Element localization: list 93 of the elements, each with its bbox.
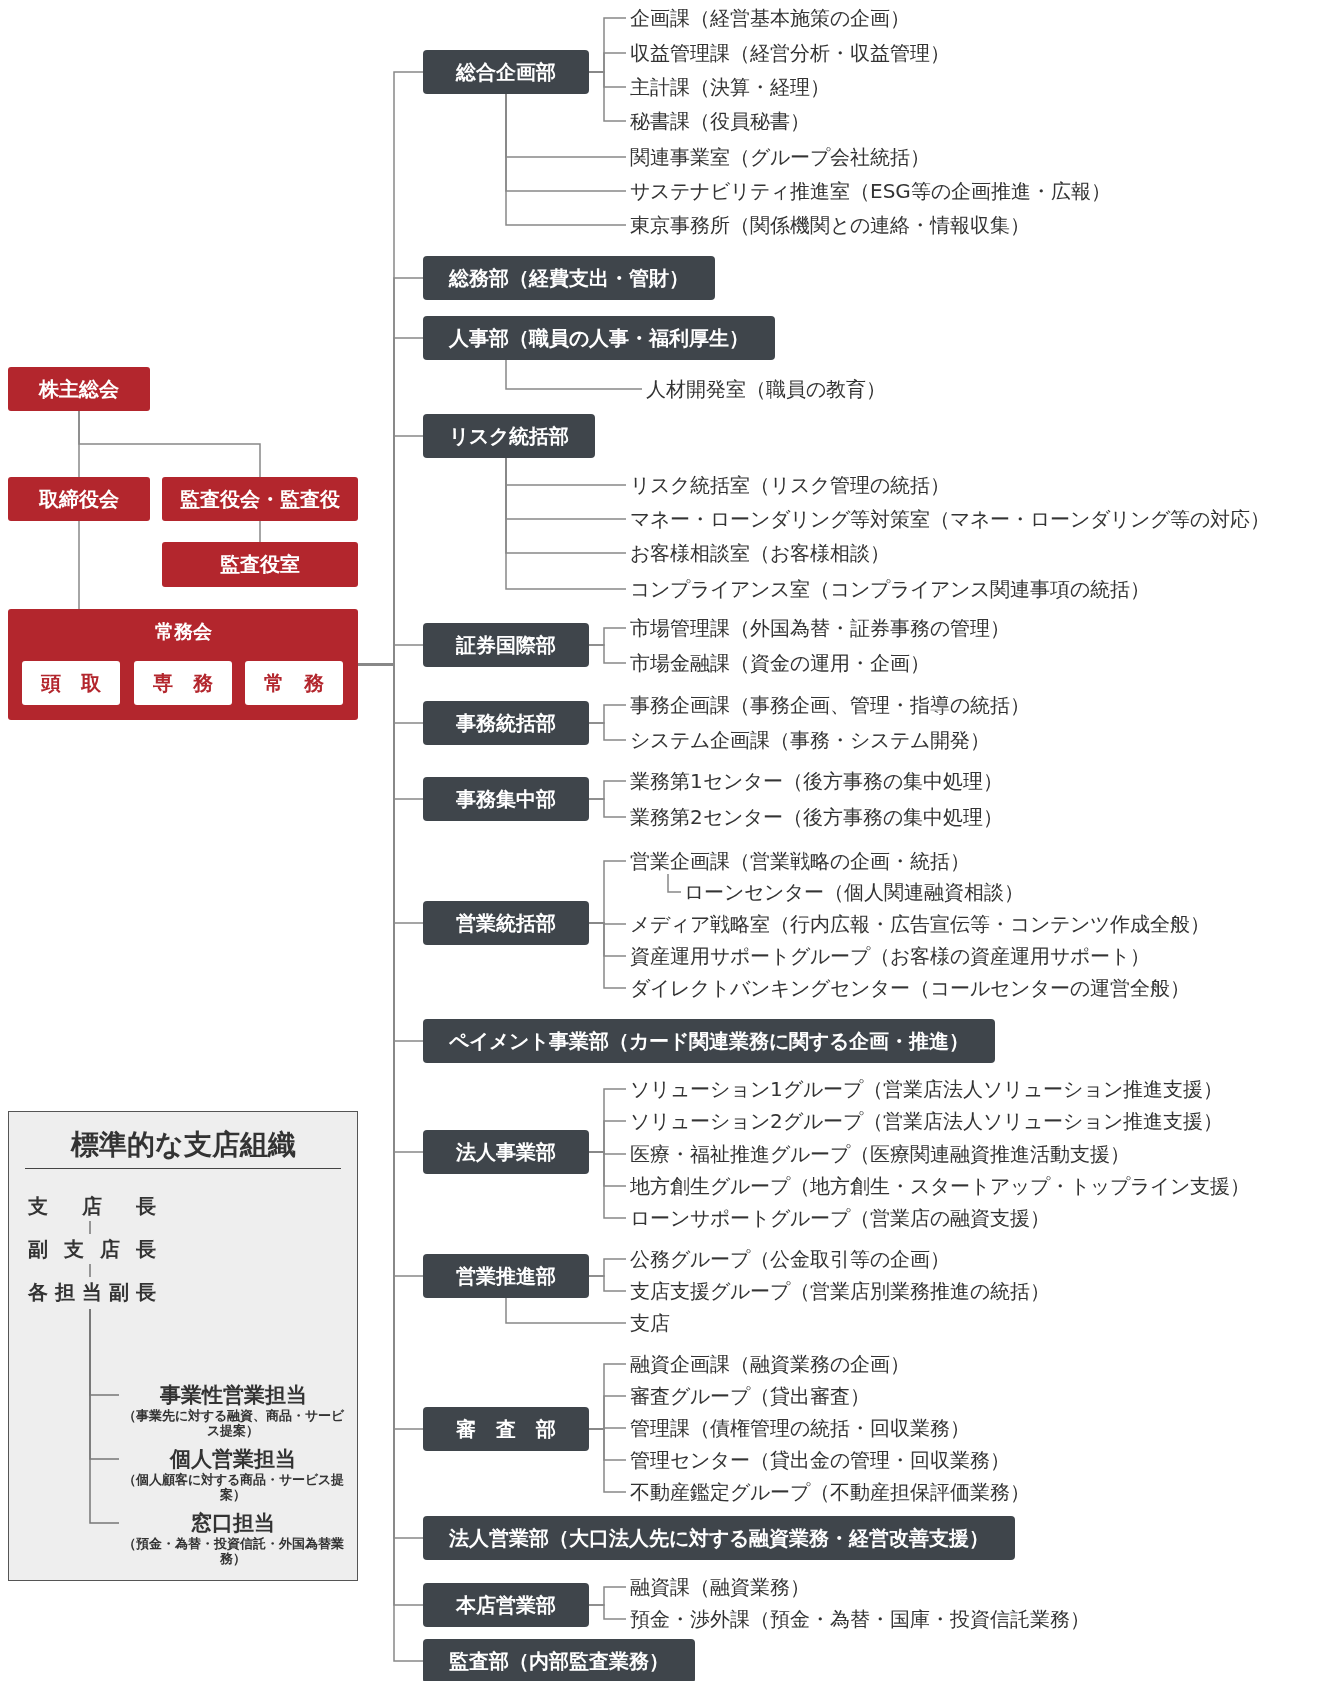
organization-box: 取締役会 <box>8 477 150 521</box>
department-box: 事務統括部 <box>423 701 589 745</box>
section-label: 収益管理課（経営分析・収益管理） <box>630 40 950 66</box>
role-description: （事業先に対する融資、商品・サービス提案） <box>121 1408 345 1438</box>
section-label: ダイレクトバンキングセンター（コールセンターの運営全般） <box>630 975 1190 1001</box>
section-label: ソリューション1グループ（営業店法人ソリューション推進支援） <box>630 1076 1223 1102</box>
section-label: 審査グループ（貸出審査） <box>630 1383 870 1409</box>
connector-line <box>667 873 682 893</box>
department-box: 事務集中部 <box>423 777 589 821</box>
organization-box: 監査役会・監査役 <box>162 477 358 521</box>
section-label: 市場金融課（資金の運用・企画） <box>630 650 930 676</box>
department-box: ペイメント事業部（カード関連業務に関する企画・推進） <box>423 1019 995 1063</box>
connector-line <box>588 798 627 818</box>
section-label: 秘書課（役員秘書） <box>630 108 810 134</box>
section-label: システム企画課（事務・システム開発） <box>630 727 990 753</box>
connector-line <box>588 71 627 122</box>
role-description: （個人顧客に対する商品・サービス提案） <box>121 1472 345 1502</box>
department-box: 営業推進部 <box>423 1254 589 1298</box>
section-label: 支店 <box>630 1310 670 1336</box>
branch-organization-panel <box>8 1111 358 1581</box>
connector-line <box>588 1604 627 1620</box>
section-label: ローンサポートグループ（営業店の融資支援） <box>630 1205 1050 1231</box>
section-label: 市場管理課（外国為替・証券事務の管理） <box>630 615 1010 641</box>
connector-line <box>505 359 643 390</box>
connector-line <box>588 922 627 989</box>
connector-line <box>78 520 80 610</box>
connector-line <box>588 1151 627 1219</box>
section-label: 融資企画課（融資業務の企画） <box>630 1351 910 1377</box>
panel-title: 標準的な支店組織 <box>69 1127 297 1163</box>
connector-line <box>588 644 627 664</box>
board-panel <box>8 609 358 720</box>
department-box: 証券国際部 <box>423 623 589 667</box>
section-label: サステナビリティ推進室（ESG等の企画推進・広報） <box>630 178 1111 204</box>
department-box: 審 査 部 <box>423 1407 589 1451</box>
role-label: 各担当副長 <box>28 1279 163 1305</box>
connector-line <box>259 520 261 543</box>
connector-line <box>588 1275 627 1292</box>
connector-line <box>89 1308 120 1524</box>
department-box: 人事部（職員の人事・福利厚生） <box>423 316 775 360</box>
role-description: （預金・為替・投資信託・外国為替業務） <box>121 1536 345 1566</box>
section-label: 地方創生グループ（地方創生・スタートアップ・トップライン支援） <box>630 1173 1250 1199</box>
department-box: 監査部（内部監査業務） <box>423 1639 695 1681</box>
section-label: 業務第2センター（後方事務の集中処理） <box>630 804 1003 830</box>
organization-box: 監査役室 <box>162 542 358 587</box>
connector-line <box>78 410 261 478</box>
section-label: 融資課（融資業務） <box>630 1574 810 1600</box>
executive-box: 常 務 <box>245 661 343 705</box>
department-box: 法人事業部 <box>423 1130 589 1174</box>
department-box: 営業統括部 <box>423 901 589 945</box>
section-label: 管理センター（貸出金の管理・回収業務） <box>630 1447 1010 1473</box>
section-label: 人材開発室（職員の教育） <box>646 376 886 402</box>
section-label: 東京事務所（関係機関との連絡・情報収集） <box>630 212 1030 238</box>
section-label: 公務グループ（公金取引等の企画） <box>630 1246 950 1272</box>
connector-line <box>505 93 627 226</box>
section-label: 主計課（決算・経理） <box>630 74 830 100</box>
executive-box: 頭 取 <box>22 661 120 705</box>
role-title: 窓口担当 <box>190 1510 276 1536</box>
section-label: 支店支援グループ（営業店別業務推進の統括） <box>630 1278 1050 1304</box>
role-label: 副支店長 <box>28 1236 172 1262</box>
connector-line <box>505 1297 627 1324</box>
organization-box: 株主総会 <box>8 367 150 411</box>
section-label: ソリューション2グループ（営業店法人ソリューション推進支援） <box>630 1108 1223 1134</box>
section-label: マネー・ローンダリング等対策室（マネー・ローンダリング等の対応） <box>630 506 1270 532</box>
section-label: 営業企画課（営業戦略の企画・統括） <box>630 848 970 874</box>
executive-box: 専 務 <box>134 661 232 705</box>
section-label: 企画課（経営基本施策の企画） <box>630 5 910 31</box>
section-label: 資産運用サポートグループ（お客様の資産運用サポート） <box>630 943 1150 969</box>
connector-line <box>588 1428 627 1493</box>
section-label: 預金・渉外課（預金・為替・国庫・投資信託業務） <box>630 1606 1090 1632</box>
section-label: ローンセンター（個人関連融資相談） <box>684 879 1024 905</box>
panel-title: 常務会 <box>153 619 213 644</box>
section-label: コンプライアンス室（コンプライアンス関連事項の統括） <box>630 576 1150 602</box>
department-box: 法人営業部（大口法人先に対する融資業務・経営改善支援） <box>423 1516 1015 1560</box>
role-title: 事業性営業担当 <box>158 1382 308 1408</box>
section-label: 不動産鑑定グループ（不動産担保評価業務） <box>630 1479 1030 1505</box>
connector-line <box>588 722 627 741</box>
section-label: 業務第1センター（後方事務の集中処理） <box>630 768 1003 794</box>
role-title: 個人営業担当 <box>168 1446 297 1472</box>
connector-line <box>89 1220 91 1235</box>
connector-line <box>89 1263 91 1278</box>
section-label: リスク統括室（リスク管理の統括） <box>630 472 950 498</box>
section-label: お客様相談室（お客様相談） <box>630 540 890 566</box>
section-label: 事務企画課（事務企画、管理・指導の統括） <box>630 692 1030 718</box>
section-label: メディア戦略室（行内広報・広告宣伝等・コンテンツ作成全般） <box>630 911 1210 937</box>
section-label: 医療・福祉推進グループ（医療関連融資推進活動支援） <box>630 1141 1130 1167</box>
section-label: 関連事業室（グループ会社統括） <box>630 144 930 170</box>
role-label: 支店長 <box>28 1193 190 1219</box>
section-label: 管理課（債権管理の統括・回収業務） <box>630 1415 970 1441</box>
department-box: 総合企画部 <box>423 50 589 94</box>
department-box: 総務部（経費支出・管財） <box>423 256 715 300</box>
department-box: 本店営業部 <box>423 1583 589 1627</box>
connector-line <box>505 457 627 590</box>
department-box: リスク統括部 <box>423 414 595 458</box>
